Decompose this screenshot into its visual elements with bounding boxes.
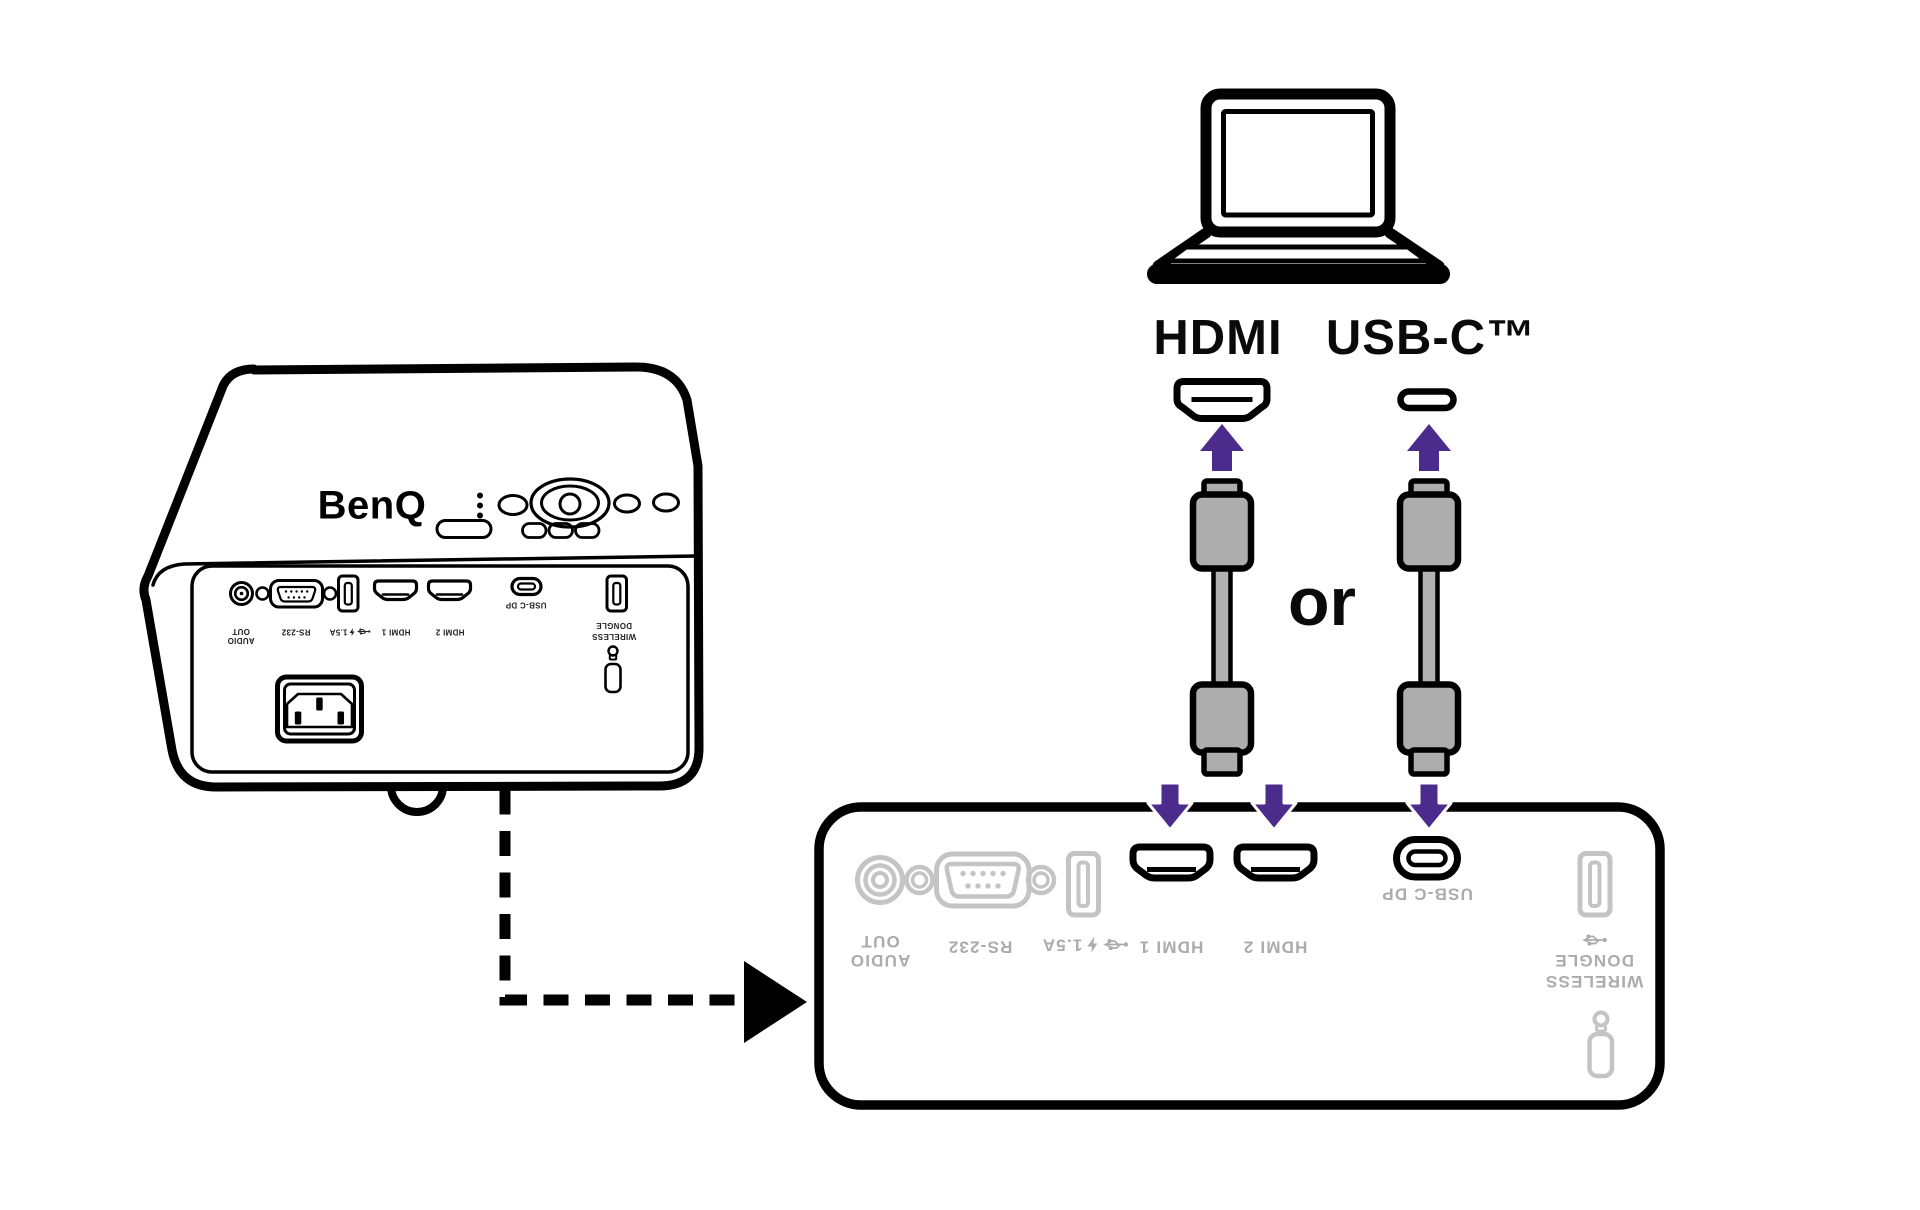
- rs232-label: RS-232: [281, 627, 311, 637]
- rs232-port: [255, 579, 338, 609]
- rear-panel-enlarged: [814, 802, 1665, 1110]
- usb-a-label: 1.5A: [329, 628, 371, 637]
- hdmi1-port: [372, 579, 419, 602]
- projector-port-recess: [190, 564, 690, 774]
- wireless-dongle-label: WIRELESS DONGLE: [591, 621, 637, 641]
- audio-out-jack: [229, 581, 254, 606]
- audio-out-label: AUDIO OUT: [849, 932, 911, 970]
- usb-trident-icon: [1103, 939, 1129, 951]
- arrow-down-icon: [1250, 781, 1298, 832]
- laptop-icon: [1147, 88, 1450, 284]
- usb-c-port: [1393, 836, 1461, 881]
- control-button: [652, 492, 680, 513]
- usb-c-dp-label: USB-C DP: [505, 600, 547, 610]
- hdmi2-label: HDMI 2: [1242, 937, 1308, 957]
- hdmi2-port: [426, 579, 473, 602]
- hdmi-plug-icon: [1173, 378, 1271, 422]
- rear-panel-gray-ports: [855, 851, 1615, 1079]
- hdmi1-label: HDMI 1: [381, 627, 411, 637]
- wireless-dongle-label: WIRELESS DONGLE: [1545, 933, 1643, 991]
- projector-control-panel: [435, 477, 680, 539]
- wireless-usb-a-port: [605, 574, 628, 613]
- usb-c-option-label: USB-C™: [1325, 311, 1537, 365]
- usb-c-dp-label: USB-C DP: [1381, 884, 1473, 904]
- arrow-up-icon: [1407, 424, 1451, 471]
- rs232-label: RS-232: [947, 937, 1013, 957]
- hdmi2-label: HDMI 2: [435, 627, 465, 637]
- usb-c-cable: [1396, 478, 1462, 777]
- usb-trident-icon: [1582, 934, 1607, 946]
- arrows-down: [1146, 781, 1453, 832]
- control-pad-center: [558, 492, 582, 516]
- usb-a-port: [1066, 851, 1101, 918]
- arrow-down-icon: [1146, 781, 1194, 832]
- hdmi-option-label: HDMI: [1153, 311, 1283, 365]
- hdmi1-port: [1129, 843, 1214, 882]
- usb-a-label: 1.5A: [1042, 936, 1129, 955]
- hdmi2-port: [1233, 843, 1318, 882]
- rear-panel-black-ports: [1129, 836, 1461, 882]
- usb-a-port: [337, 574, 360, 613]
- leader-line: [499, 665, 807, 1043]
- dongle-icon: [1592, 1010, 1610, 1033]
- laptop-base: [1147, 264, 1450, 284]
- control-key: [521, 522, 548, 539]
- projector-ports: [229, 574, 628, 694]
- hdmi-cable: [1189, 478, 1255, 777]
- arrow-down-icon: [1405, 781, 1453, 832]
- leader-arrowhead: [744, 961, 807, 1043]
- control-pad-mid: [540, 484, 600, 522]
- dongle-icon: [607, 645, 619, 661]
- ac-power-inlet: [275, 674, 364, 744]
- arrow-up-icon: [1200, 424, 1244, 471]
- control-key: [574, 522, 601, 539]
- usb-c-plug-icon: [1397, 388, 1457, 412]
- control-key: [435, 519, 493, 539]
- control-key: [547, 522, 574, 539]
- arrows-up: [1200, 424, 1451, 471]
- dongle-slot: [1587, 1031, 1615, 1079]
- control-button: [497, 494, 529, 516]
- laptop-screen-inner: [1221, 109, 1375, 218]
- projector-illustration: [139, 362, 704, 816]
- or-label: or: [1288, 564, 1356, 640]
- audio-out-label: AUDIO OUT: [227, 627, 255, 645]
- projector-fold-line: [151, 554, 699, 587]
- wireless-usb-a-port: [1577, 851, 1613, 918]
- laptop-keyboard: [1164, 244, 1430, 264]
- lightning-bolt-icon: [349, 628, 355, 636]
- lightning-bolt-icon: [1087, 937, 1098, 953]
- usb-trident-icon: [357, 629, 371, 635]
- usb-c-port: [510, 576, 543, 597]
- benq-logo: BenQ: [317, 483, 427, 528]
- audio-out-jack: [855, 855, 905, 905]
- dongle-slot: [604, 662, 622, 694]
- hdmi1-label: HDMI 1: [1138, 937, 1204, 957]
- rs232-port: [904, 851, 1057, 909]
- menu-dots-icon: [477, 492, 483, 519]
- control-button: [613, 493, 641, 514]
